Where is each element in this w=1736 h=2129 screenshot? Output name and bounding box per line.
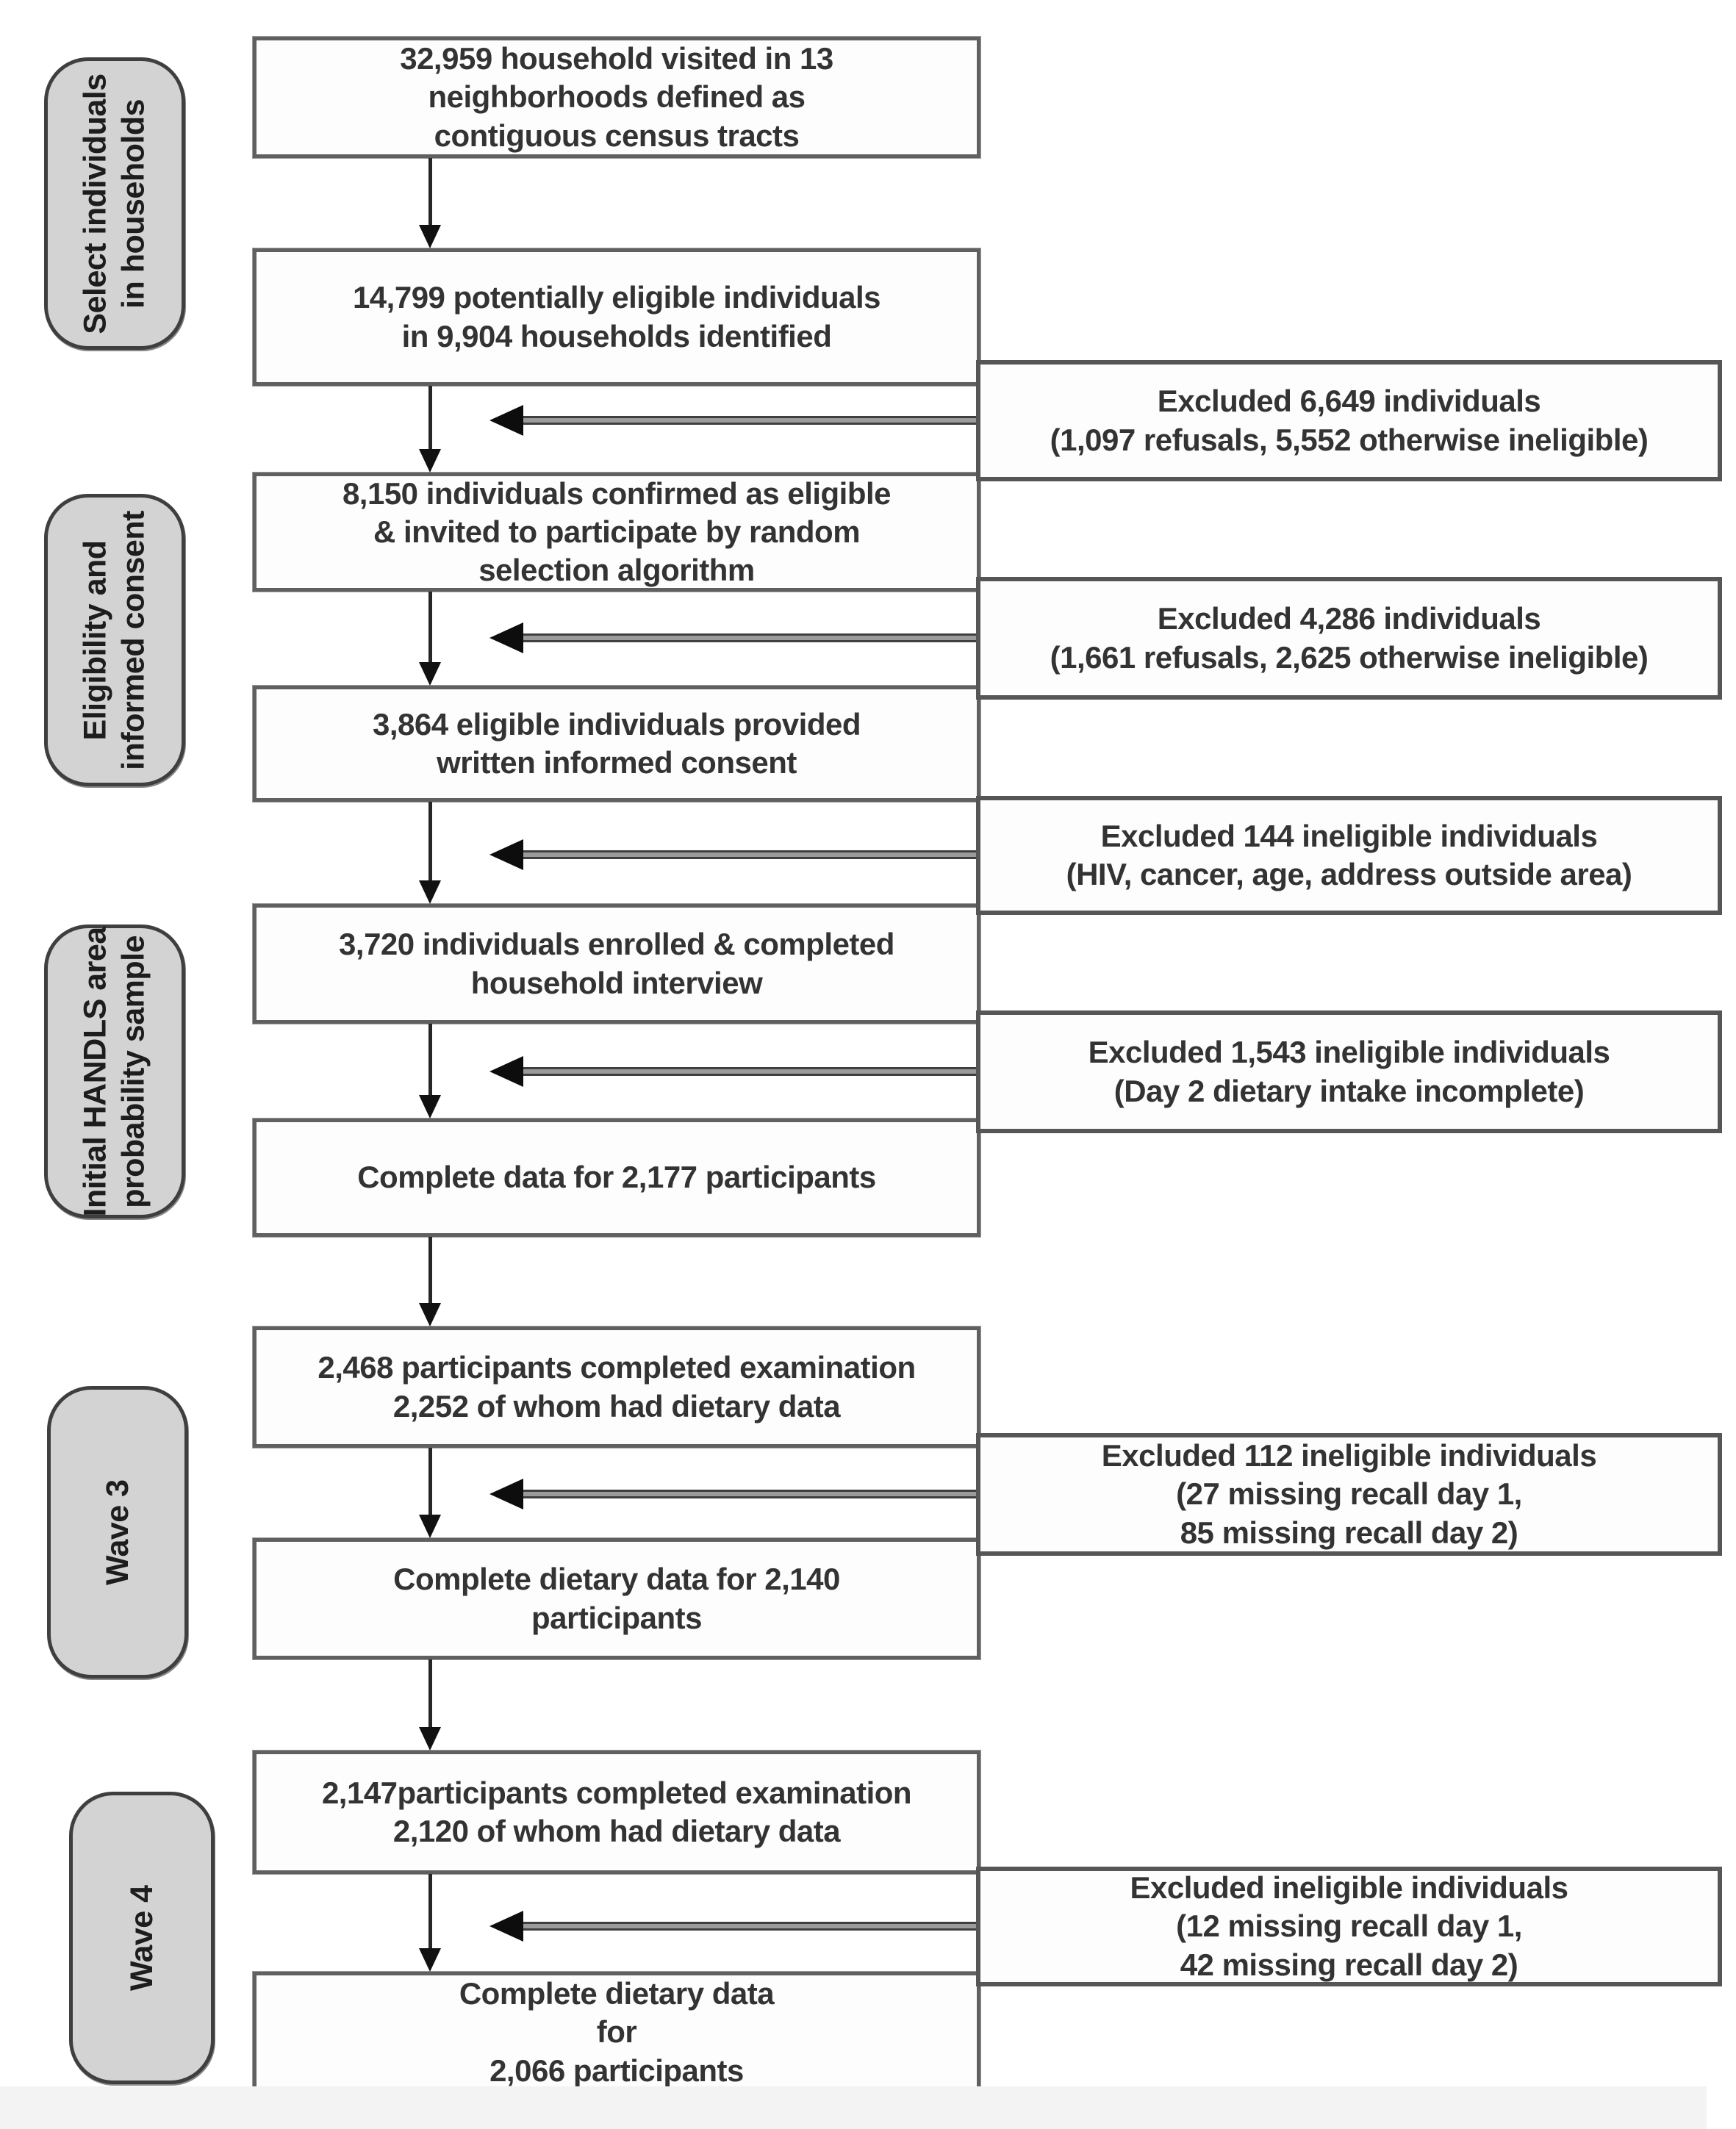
exclusion-arrow-line-3 — [520, 850, 976, 859]
down-arrow-line-6 — [428, 1237, 432, 1307]
box-excluded-112: Excluded 112 ineligible individuals (27 … — [976, 1433, 1722, 1556]
box-potentially-eligible: 14,799 potentially eligible individuals … — [253, 248, 980, 386]
down-arrow-line-4 — [428, 802, 432, 885]
side-label-initial-handls-text: Initial HANDLS area probability sample — [77, 926, 151, 1217]
exclusion-arrow-line-1 — [520, 416, 976, 425]
box-confirmed-eligible: 8,150 individuals confirmed as eligible … — [253, 473, 980, 592]
down-arrow-head-icon-3 — [419, 662, 441, 686]
down-arrow-line-8 — [428, 1659, 432, 1731]
box-excluded-wave4: Excluded ineligible individuals (12 miss… — [976, 1867, 1722, 1986]
down-arrow-line-3 — [428, 592, 432, 667]
exclusion-arrow-head-icon-4 — [489, 1056, 523, 1087]
box-wave3-examination: 2,468 participants completed examination… — [253, 1326, 980, 1448]
down-arrow-line-7 — [428, 1448, 432, 1519]
exclusion-arrow-line-4 — [520, 1067, 976, 1076]
down-arrow-head-icon-1 — [419, 225, 441, 248]
side-label-select-individuals: Select individuals in households — [44, 57, 185, 350]
down-arrow-head-icon-8 — [419, 1727, 441, 1751]
side-label-eligibility: Eligibility and informed consent — [44, 494, 185, 786]
exclusion-arrow-head-icon-5 — [489, 1479, 523, 1509]
down-arrow-head-icon-9 — [419, 1948, 441, 1972]
box-excluded-6649: Excluded 6,649 individuals (1,097 refusa… — [976, 360, 1722, 481]
box-households-visited: 32,959 household visited in 13 neighborh… — [253, 37, 980, 158]
side-label-wave4: Wave 4 — [69, 1792, 215, 2084]
down-arrow-line-1 — [428, 158, 432, 229]
exclusion-arrow-head-icon-6 — [489, 1911, 523, 1942]
side-label-wave3: Wave 3 — [47, 1386, 188, 1679]
down-arrow-head-icon-4 — [419, 880, 441, 904]
down-arrow-head-icon-2 — [419, 449, 441, 473]
down-arrow-line-2 — [428, 386, 432, 453]
down-arrow-head-icon-7 — [419, 1515, 441, 1538]
exclusion-arrow-head-icon-3 — [489, 839, 523, 870]
down-arrow-head-icon-5 — [419, 1095, 441, 1119]
box-wave4-examination: 2,147participants completed examination … — [253, 1751, 980, 1874]
box-wave4-dietary-complete: Complete dietary data for 2,066 particip… — [253, 1972, 980, 2093]
down-arrow-line-9 — [428, 1874, 432, 1953]
box-wave3-dietary-complete: Complete dietary data for 2,140 particip… — [253, 1538, 980, 1659]
exclusion-arrow-line-6 — [520, 1922, 976, 1931]
side-label-initial-handls: Initial HANDLS area probability sample — [44, 925, 185, 1218]
exclusion-arrow-line-2 — [520, 633, 976, 642]
box-excluded-144: Excluded 144 ineligible individuals (HIV… — [976, 796, 1722, 915]
box-provided-consent: 3,864 eligible individuals provided writ… — [253, 686, 980, 802]
exclusion-arrow-head-icon-1 — [489, 405, 523, 436]
exclusion-arrow-line-5 — [520, 1490, 976, 1498]
box-complete-data-2177: Complete data for 2,177 participants — [253, 1119, 980, 1237]
box-excluded-4286: Excluded 4,286 individuals (1,661 refusa… — [976, 577, 1722, 700]
down-arrow-line-5 — [428, 1024, 432, 1099]
down-arrow-head-icon-6 — [419, 1303, 441, 1326]
scan-artifact-strip — [0, 2086, 1707, 2129]
side-label-select-individuals-text: Select individuals in households — [77, 73, 151, 334]
side-label-wave4-text: Wave 4 — [123, 1885, 159, 1991]
box-excluded-1543: Excluded 1,543 ineligible individuals (D… — [976, 1010, 1722, 1133]
box-enrolled-interview: 3,720 individuals enrolled & completed h… — [253, 904, 980, 1024]
exclusion-arrow-head-icon-2 — [489, 622, 523, 653]
side-label-eligibility-text: Eligibility and informed consent — [77, 510, 151, 770]
side-label-wave3-text: Wave 3 — [99, 1479, 135, 1585]
